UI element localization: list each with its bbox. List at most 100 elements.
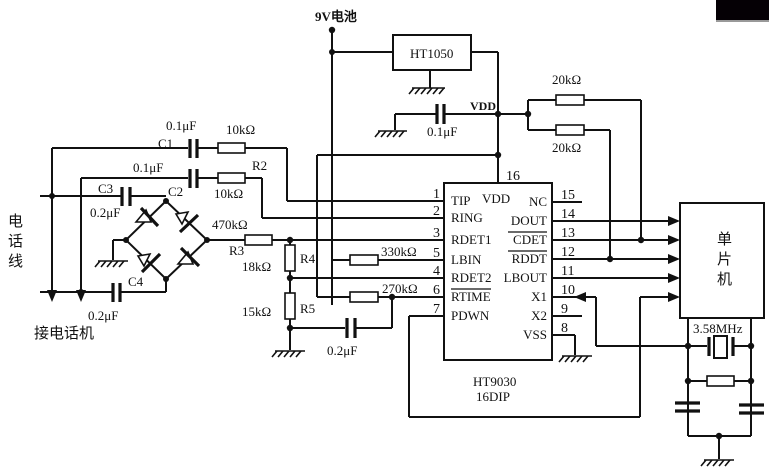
cap-vdd-value: 0.1μF — [427, 124, 457, 139]
pullup-network — [498, 94, 642, 259]
pin-label-pdwn: PDWN — [451, 308, 490, 323]
microcontroller — [679, 202, 765, 319]
pin-label-lbout: LBOUT — [504, 270, 547, 285]
svg-text:片: 片 — [717, 250, 732, 268]
ic-vdd-label: VDD — [482, 191, 510, 206]
crystal-value: 3.58MHz — [693, 321, 743, 336]
pin-number-2: 2 — [433, 204, 440, 219]
pin-number-4: 4 — [433, 264, 440, 279]
capacitor-vdd — [394, 104, 502, 130]
pin-number-10: 10 — [561, 283, 575, 298]
svg-text:线: 线 — [8, 252, 23, 270]
ground-icon — [558, 355, 592, 363]
pin-label-tip: TIP — [451, 193, 471, 208]
pin-number-8: 8 — [561, 321, 568, 336]
pin-number-15: 15 — [561, 188, 575, 203]
crystal-oscillator — [675, 318, 764, 459]
lbin-branch — [332, 254, 444, 266]
r1-value: 10kΩ — [226, 122, 255, 137]
r4-ref: R4 — [300, 251, 316, 266]
c1-r1-branch — [52, 139, 444, 202]
c3-ref: C3 — [98, 181, 113, 196]
rtime-branch — [290, 291, 444, 338]
c3 — [40, 187, 166, 206]
ic-ht9030 — [443, 182, 553, 361]
corner-artifact — [716, 0, 769, 22]
ic-right-pins: 15 NC 14 DOUT 13 CDET 12 RDDT 11 LBOUT 10 X1 9 X2 8 VSS — [504, 188, 582, 342]
r3-divider — [207, 234, 444, 350]
pin-number-12: 12 — [561, 245, 575, 260]
diode-icon — [136, 252, 162, 274]
r2-ref: R2 — [252, 158, 267, 173]
pin-label-rtime: RTIME — [451, 289, 491, 304]
mcu-label: 单 片 机 — [717, 230, 732, 288]
ground-icon — [374, 130, 407, 138]
pin-label-rdet2: RDET2 — [451, 270, 491, 285]
diode-icon — [134, 206, 160, 228]
pin-number-14: 14 — [561, 207, 575, 222]
ic-output-wires — [552, 216, 688, 355]
svg-text:单: 单 — [717, 230, 732, 248]
c4-value: 0.2μF — [88, 308, 118, 323]
c4 — [81, 279, 167, 302]
c2-r2-branch — [81, 169, 444, 219]
phone-line-wires — [40, 148, 86, 302]
c2-ref: C2 — [168, 184, 183, 199]
c-rtime-value: 0.2μF — [327, 343, 357, 358]
c3-value: 0.2μF — [90, 205, 120, 220]
regulator-ht1050 — [392, 34, 499, 155]
r4-value: 18kΩ — [242, 259, 271, 274]
pin-label-cdet: CDET — [513, 232, 547, 247]
regulator-name: HT1050 — [410, 46, 453, 61]
pin-label-rddt: RDDT — [512, 251, 547, 266]
pin-number-7: 7 — [433, 302, 440, 317]
pin-label-vss: VSS — [523, 327, 547, 342]
pin-number-9: 9 — [561, 302, 568, 317]
to-phone-label: 接电话机 — [34, 324, 94, 342]
c4-ref: C4 — [128, 274, 144, 289]
pin-label-nc: NC — [529, 194, 547, 209]
c1-value: 0.1μF — [166, 118, 196, 133]
r5-ref: R5 — [300, 301, 315, 316]
r2-value: 10kΩ — [214, 186, 243, 201]
vdd-label: VDD — [470, 99, 496, 113]
phone-line-label: 电 话 线 — [8, 212, 23, 270]
pin-number-3: 3 — [433, 226, 440, 241]
pin-label-ring: RING — [451, 210, 483, 225]
ic-vdd-pin-number: 16 — [506, 169, 520, 184]
r3-ref: R3 — [229, 243, 244, 258]
c2-value: 0.1μF — [133, 160, 163, 175]
svg-text:机: 机 — [717, 270, 732, 288]
vdd-bus — [316, 151, 502, 297]
ic-left-pins: 1 TIP 2 RING 3 RDET1 5 LBIN 4 RDET2 6 RTIME 7 PDWN — [433, 187, 491, 323]
pin-number-13: 13 — [561, 226, 575, 241]
r3-value: 470kΩ — [212, 217, 248, 232]
pullup2-value: 20kΩ — [552, 140, 581, 155]
r-lbin-value: 330kΩ — [381, 244, 417, 259]
battery-label: 9V电池 — [315, 9, 357, 24]
pdwn-wire — [408, 292, 680, 418]
pin-label-x1: X1 — [531, 289, 547, 304]
svg-text:电: 电 — [8, 212, 23, 230]
ic-package: 16DIP — [476, 389, 510, 404]
pullup1-value: 20kΩ — [552, 72, 581, 87]
bridge-rectifier — [112, 198, 210, 282]
diode-icon — [174, 210, 200, 234]
pin-number-6: 6 — [433, 283, 440, 298]
pin-number-1: 1 — [433, 187, 440, 202]
pin-label-rdet1: RDET1 — [451, 232, 491, 247]
diode-icon — [176, 246, 201, 268]
ground-icon — [700, 459, 734, 467]
pin-number-11: 11 — [561, 264, 574, 279]
pin-label-lbin: LBIN — [451, 252, 482, 267]
pin-label-x2: X2 — [531, 308, 547, 323]
ground-icon — [94, 260, 128, 268]
ic-name: HT9030 — [473, 374, 516, 389]
pin-label-dout: DOUT — [511, 213, 547, 228]
pin-number-5: 5 — [433, 246, 440, 261]
r5-value: 15kΩ — [242, 304, 271, 319]
r-rtime-value: 270kΩ — [382, 281, 418, 296]
ground-icon — [271, 350, 305, 358]
svg-text:话: 话 — [8, 232, 23, 250]
